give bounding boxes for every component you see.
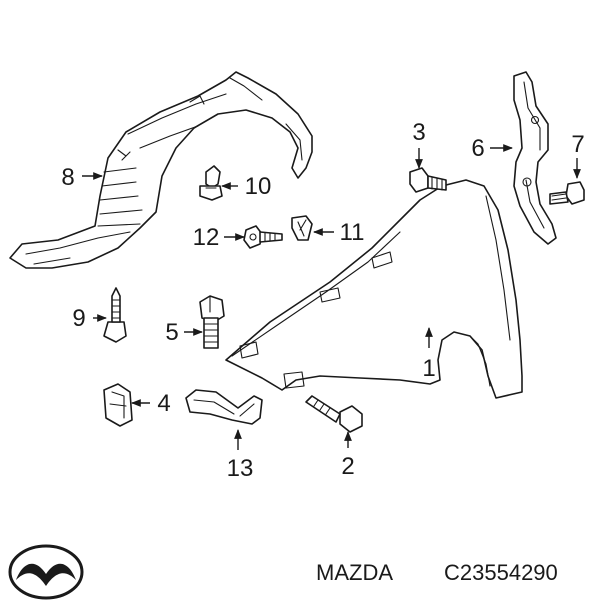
callout-10: 10 xyxy=(245,173,272,200)
bolt-part-5 xyxy=(199,295,225,349)
fender-liner-part-8 xyxy=(9,71,313,269)
callout-8: 8 xyxy=(61,164,74,191)
callout-12: 12 xyxy=(193,224,220,251)
bracket-part-6 xyxy=(513,71,557,245)
callout-1: 1 xyxy=(422,355,435,382)
callout-5: 5 xyxy=(165,319,178,346)
clip-part-4 xyxy=(103,383,133,427)
front-fender-part-1 xyxy=(225,179,523,399)
caption-part-number: C23554290 xyxy=(444,560,558,585)
callout-4: 4 xyxy=(157,390,170,417)
callout-2: 2 xyxy=(341,453,354,480)
clip-part-10 xyxy=(199,165,223,201)
callout-9: 9 xyxy=(72,305,85,332)
callout-labels: 1 2 3 4 5 6 7 8 9 10 11 12 13 xyxy=(61,119,584,482)
callout-7: 7 xyxy=(571,131,584,158)
screw-part-9 xyxy=(103,287,127,343)
bracket-part-13 xyxy=(185,389,263,425)
nut-clip-part-11 xyxy=(291,215,313,241)
callout-3: 3 xyxy=(412,119,425,146)
screw-part-12 xyxy=(243,225,283,249)
bolt-part-3 xyxy=(409,167,447,193)
callout-11: 11 xyxy=(340,219,365,246)
leader-lines xyxy=(82,144,581,450)
caption-brand: MAZDA xyxy=(316,560,393,585)
callout-13: 13 xyxy=(227,455,254,482)
callout-6: 6 xyxy=(471,135,484,162)
part-caption: MAZDA C23554290 xyxy=(316,560,558,585)
bolt-part-2 xyxy=(305,395,363,433)
mazda-logo-icon xyxy=(8,544,84,600)
clip-part-7 xyxy=(549,181,585,205)
